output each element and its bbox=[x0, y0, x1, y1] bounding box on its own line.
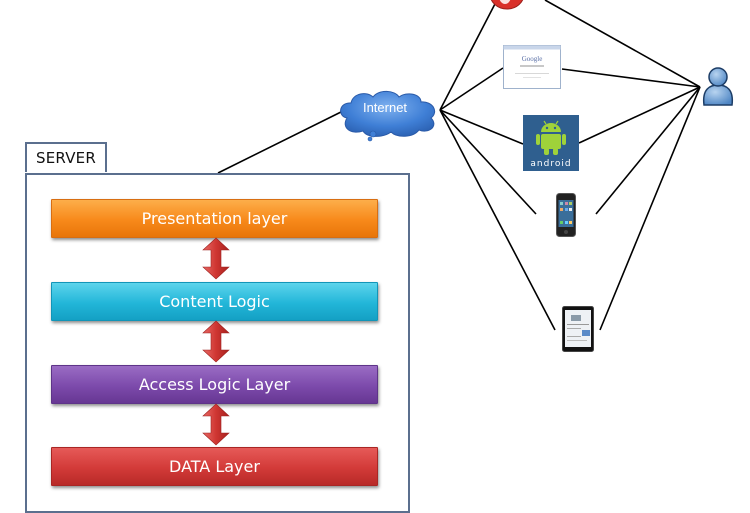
line-internet-browser bbox=[439, 67, 504, 111]
double-arrow-icon bbox=[202, 320, 230, 363]
line-user-opera bbox=[544, 0, 701, 88]
server-label: SERVER bbox=[36, 149, 96, 167]
access-logic-layer: Access Logic Layer bbox=[51, 365, 378, 404]
content-logic-layer: Content Logic bbox=[51, 282, 378, 321]
double-arrow-icon bbox=[202, 403, 230, 446]
line-user-ipad bbox=[599, 86, 701, 331]
double-arrow-icon bbox=[202, 237, 230, 280]
connection-lines bbox=[217, 0, 701, 331]
user-icon bbox=[702, 67, 734, 106]
iphone-icon bbox=[556, 193, 576, 237]
line-user-browser bbox=[561, 68, 701, 88]
line-internet-ipad bbox=[439, 109, 556, 331]
line-server-internet bbox=[217, 109, 346, 174]
data-layer: DATA Layer bbox=[51, 447, 378, 486]
line-user-android bbox=[578, 86, 701, 144]
opera-browser-icon bbox=[490, 0, 524, 10]
cloud-icon bbox=[340, 90, 436, 142]
line-internet-android bbox=[439, 109, 524, 145]
presentation-layer: Presentation layer bbox=[51, 199, 378, 238]
server-tab: SERVER bbox=[25, 142, 107, 172]
line-internet-iphone bbox=[439, 109, 537, 215]
google-logo-text: Google bbox=[522, 55, 543, 63]
internet-label: Internet bbox=[362, 100, 408, 115]
android-text: android bbox=[530, 159, 571, 169]
ipad-icon bbox=[562, 306, 594, 352]
line-internet-opera bbox=[439, 0, 498, 111]
android-icon: android bbox=[523, 115, 579, 171]
line-user-iphone bbox=[595, 86, 701, 215]
google-browser-window-icon: Google bbox=[503, 45, 561, 89]
internet-cloud: Internet bbox=[335, 88, 445, 143]
